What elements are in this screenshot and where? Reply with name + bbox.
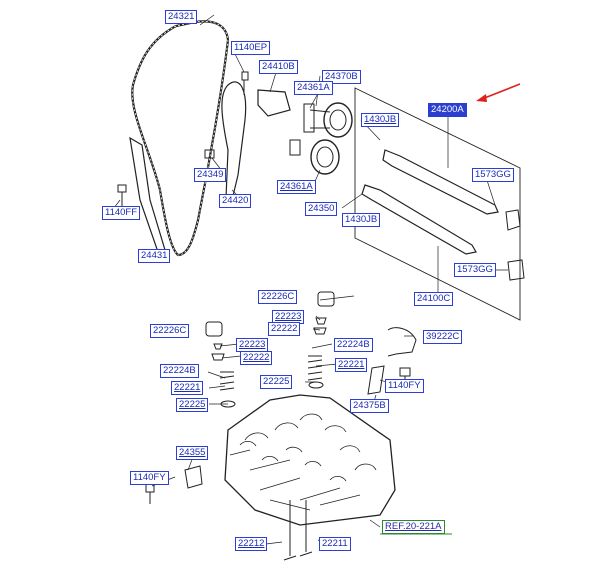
camshaft-upper bbox=[382, 149, 499, 215]
timing-chain bbox=[131, 20, 230, 257]
callout-arrow bbox=[476, 83, 521, 102]
label-39222c[interactable]: 39222C bbox=[423, 330, 463, 344]
camshaft-box bbox=[354, 87, 521, 321]
cam-sprocket-upper bbox=[303, 102, 353, 138]
label-22221-left[interactable]: 22221 bbox=[171, 381, 204, 395]
bolt-1140fy-left bbox=[145, 483, 155, 504]
label-22211[interactable]: 22211 bbox=[319, 537, 351, 551]
label-1140fy-right[interactable]: 1140FY bbox=[385, 379, 424, 393]
cap-upper bbox=[505, 209, 521, 231]
label-24355[interactable]: 24355 bbox=[176, 446, 209, 460]
label-22221-right[interactable]: 22221 bbox=[335, 358, 368, 372]
camshaft-lower bbox=[361, 184, 477, 255]
label-24349[interactable]: 24349 bbox=[194, 168, 227, 182]
label-22224b-right[interactable]: 22224B bbox=[334, 338, 373, 352]
cap-lower bbox=[507, 259, 525, 281]
lifter-left bbox=[205, 321, 223, 337]
label-24361a-top[interactable]: 24361A bbox=[294, 81, 333, 95]
label-1140ep[interactable]: 1140EP bbox=[231, 41, 271, 55]
tensioner-arm bbox=[221, 81, 247, 201]
label-1573gg-top[interactable]: 1573GG bbox=[472, 168, 514, 182]
label-1430jb-top[interactable]: 1430JB bbox=[361, 113, 400, 127]
label-1430jb-low[interactable]: 1430JB bbox=[342, 213, 381, 227]
label-ref-20-221a[interactable]: REF.20-221A bbox=[382, 520, 445, 534]
label-24375b[interactable]: 24375B bbox=[350, 399, 389, 413]
spring-right bbox=[307, 355, 323, 381]
tensioner bbox=[257, 89, 291, 117]
washer-right bbox=[308, 381, 324, 389]
label-24431[interactable]: 24431 bbox=[138, 249, 171, 263]
label-24321[interactable]: 24321 bbox=[165, 10, 198, 24]
label-24410b[interactable]: 24410B bbox=[259, 60, 298, 74]
label-22212[interactable]: 22212 bbox=[235, 537, 268, 551]
bolt-1140ff bbox=[117, 184, 127, 206]
label-22222-left[interactable]: 22222 bbox=[240, 351, 273, 365]
bolt-1140ep bbox=[241, 71, 249, 95]
label-1140fy-left[interactable]: 1140FY bbox=[130, 471, 169, 485]
washer-left bbox=[220, 400, 236, 408]
retainer-upper bbox=[315, 317, 327, 325]
label-24361a[interactable]: 24361A bbox=[277, 180, 316, 194]
seal-left bbox=[211, 353, 225, 361]
ocv-valve bbox=[367, 365, 385, 395]
ocv-24355 bbox=[184, 465, 203, 489]
valve-exhaust bbox=[283, 500, 297, 561]
lifter-upper bbox=[317, 291, 335, 307]
cam-sprocket-lower bbox=[289, 139, 340, 175]
label-22226c-top[interactable]: 22226C bbox=[258, 290, 298, 304]
sensor-wire bbox=[387, 327, 417, 357]
retainer-left bbox=[213, 343, 223, 350]
label-24350[interactable]: 24350 bbox=[305, 202, 338, 216]
label-24200a[interactable]: 24200A bbox=[428, 103, 467, 117]
spring-left bbox=[219, 371, 235, 391]
valve-intake bbox=[299, 500, 313, 557]
label-1573gg-low[interactable]: 1573GG bbox=[454, 263, 496, 277]
label-24420[interactable]: 24420 bbox=[219, 194, 252, 208]
cylinder-head bbox=[224, 394, 396, 526]
label-22225-mid[interactable]: 22225 bbox=[260, 375, 293, 389]
label-1140ff[interactable]: 1140FF bbox=[102, 206, 141, 220]
label-24100c[interactable]: 24100C bbox=[414, 292, 454, 306]
label-22224b-left[interactable]: 22224B bbox=[160, 364, 199, 378]
pin-24349 bbox=[204, 149, 215, 159]
label-22225-left[interactable]: 22225 bbox=[176, 398, 209, 412]
label-24370b[interactable]: 24370B bbox=[322, 70, 361, 84]
cylinder-head-detail bbox=[229, 413, 377, 511]
label-22222-top[interactable]: 22222 bbox=[268, 322, 301, 336]
seal-upper bbox=[313, 327, 327, 335]
label-22226c-left[interactable]: 22226C bbox=[150, 324, 190, 338]
label-22223-left[interactable]: 22223 bbox=[236, 338, 269, 352]
